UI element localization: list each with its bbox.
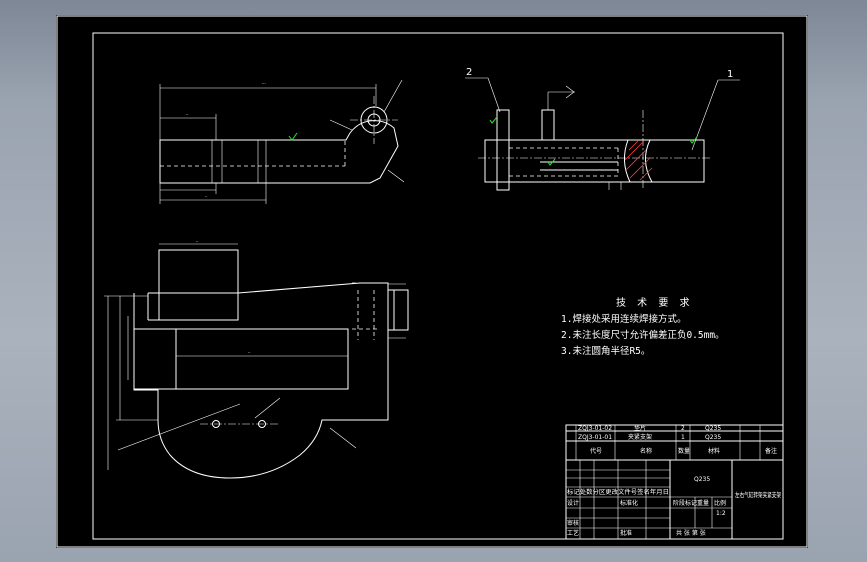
scale-value: 1:2 bbox=[716, 510, 726, 517]
inner-frame bbox=[92, 32, 784, 540]
tech-req-item-1: 1.焊接处采用连续焊接方式。 bbox=[561, 313, 686, 325]
header-material: 材料 bbox=[708, 447, 720, 455]
approve-label: 批准 bbox=[620, 529, 632, 537]
front-view: ·· ·· bbox=[104, 239, 409, 479]
svg-text:··: ·· bbox=[248, 350, 251, 355]
header-name: 名称 bbox=[640, 447, 652, 455]
svg-text:··: ·· bbox=[205, 194, 208, 199]
sheet-info: 共 张 第 张 bbox=[676, 529, 706, 537]
material-cell: Q235 bbox=[694, 476, 710, 483]
outer-border bbox=[56, 15, 808, 548]
craft-label: 工艺 bbox=[567, 529, 579, 537]
tech-req-item-2: 2.未注长度尺寸允许偏差正负0.5mm。 bbox=[561, 329, 725, 341]
weight-label: 重量 bbox=[697, 499, 709, 507]
parts-row-1-code: ZQJ3-01-01 bbox=[578, 434, 612, 441]
top-left-view: ··· ·· ·· bbox=[159, 79, 405, 204]
title-block: ZQJ3-01-02 垫片 2 Q235 ZQJ3-01-01 夹紧支架 1 Q… bbox=[565, 424, 784, 540]
technical-requirements: 技 术 要 求 1.焊接处采用连续焊接方式。 2.未注长度尺寸允许偏差正负0.5… bbox=[561, 296, 725, 357]
header-qty: 数量 bbox=[678, 447, 690, 455]
header-remark: 备注 bbox=[765, 447, 777, 455]
standardization-label: 标准化 bbox=[620, 499, 638, 507]
balloon-part-2: 2 bbox=[466, 67, 472, 78]
review-label: 审核 bbox=[567, 519, 579, 527]
parts-row-1-material: Q235 bbox=[705, 434, 721, 441]
parts-row-2-qty: 2 bbox=[681, 425, 685, 432]
sheet-background bbox=[56, 15, 808, 548]
svg-text:··: ·· bbox=[196, 239, 199, 244]
drawing-title: 左右气缸转架夹紧支架 bbox=[735, 490, 781, 499]
stage-label: 阶段标记 bbox=[673, 499, 697, 507]
header-code: 代号 bbox=[590, 447, 602, 455]
tech-req-item-3: 3.未注圆角半径R5。 bbox=[561, 345, 650, 357]
svg-text:··: ·· bbox=[186, 112, 189, 117]
parts-row-1-qty: 1 bbox=[681, 434, 685, 441]
parts-row-1-name: 夹紧支架 bbox=[628, 433, 652, 441]
parts-row-2-name: 垫片 bbox=[634, 424, 646, 432]
designer-label: 设计 bbox=[567, 499, 579, 507]
balloon-part-1: 1 bbox=[727, 69, 733, 80]
svg-text:···: ··· bbox=[262, 81, 266, 86]
revision-row: 标记处数分区更改文件号签名年月日 bbox=[567, 488, 669, 496]
scale-label: 比例 bbox=[714, 499, 726, 507]
top-right-view: 2 1 bbox=[465, 67, 740, 191]
tech-req-title: 技 术 要 求 bbox=[616, 296, 694, 309]
parts-row-2-code: ZQJ3-01-02 bbox=[578, 425, 612, 432]
parts-row-2-material: Q235 bbox=[705, 425, 721, 432]
